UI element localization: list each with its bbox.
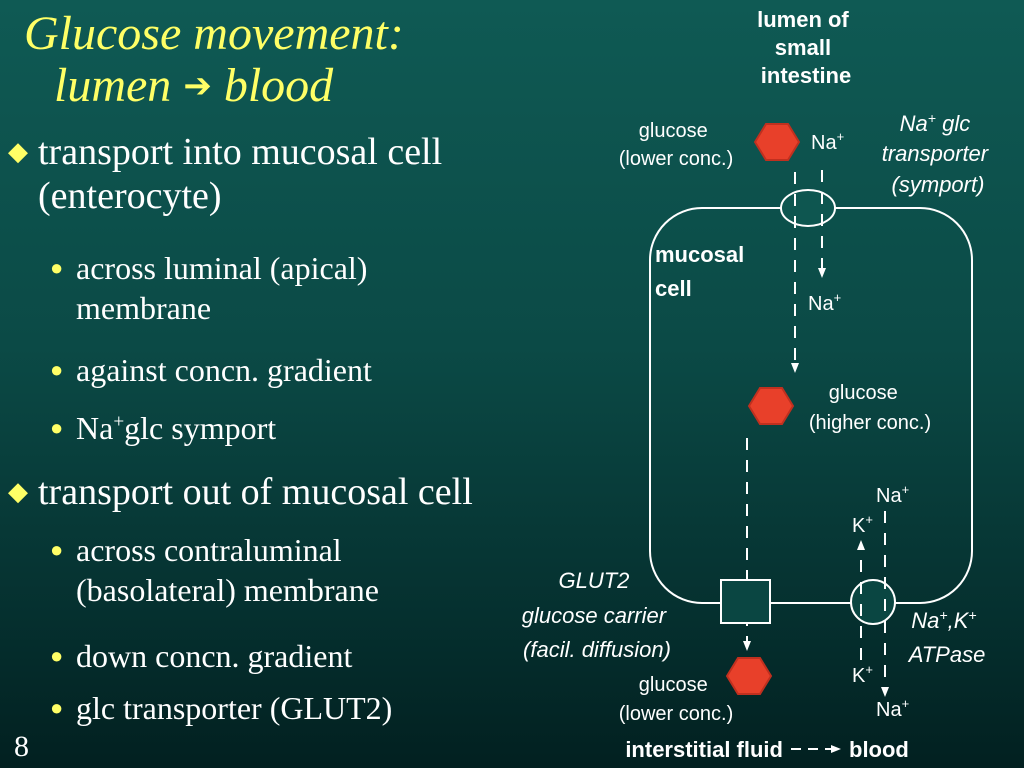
glucose-bottom-label: glucose (lower conc.) [619,674,733,725]
sub-bullet-against-gradient: ● against concn. gradient [50,352,372,388]
glut2-label: GLUT2 glucose carrier (facil. diffusion) [522,568,672,662]
glucose-mid-hexagon [747,387,795,425]
glucose-bottom-hexagon [725,657,773,695]
circle-bullet-icon: ● [50,357,64,382]
slide-title: Glucose movement: lumen ➔ blood [24,8,404,113]
circle-bullet-icon: ● [50,537,64,562]
atpase-circle [850,579,896,625]
bullet-transport-out: ◆ transport out of mucosal cell [8,471,473,513]
bullet-transport-in: ◆ transport into mucosal cell (enterocyt… [8,131,443,217]
circle-bullet-icon: ● [50,695,64,720]
blood-label: blood [849,737,909,762]
glucose-top-label: glucose (lower conc.) [619,120,733,170]
atpase-na-top-label: Na+ [876,482,909,507]
atpase-label: Na+,K+ ATPase [907,600,986,667]
diamond-bullet-icon: ◆ [8,137,28,166]
atpase-k-bottom-label: K+ [852,662,873,687]
circle-bullet-icon: ● [50,415,64,440]
glucose-top-hexagon [753,123,801,161]
mucosal-cell-outline [649,207,973,604]
diamond-bullet-icon: ◆ [8,477,28,506]
glut2-carrier-square [720,579,771,624]
circle-bullet-icon: ● [50,643,64,668]
slide-number: 8 [14,730,29,763]
mucosal-cell-label: mucosal cell [655,242,750,301]
title-line-1: Glucose movement: [24,7,404,60]
symporter-ellipse [780,189,836,227]
sub-bullet-glut2: ● glc transporter (GLUT2) [50,690,393,726]
sub-bullet-contraluminal: ● across contraluminal (basolateral) mem… [50,532,379,608]
sub-bullet-symport: ● Na+glc symport [50,410,277,446]
title-line-2: lumen ➔ blood [54,59,334,112]
lumen-label: lumen of small intestine [757,7,855,88]
interstitial-fluid-label: interstitial fluid [625,737,783,762]
glucose-mid-label: glucose (higher conc.) [809,382,931,434]
na-inside-label: Na+ [808,290,841,315]
symporter-label: Na+ glc transporter (symport) [882,110,995,197]
bullet-list: ◆ transport into mucosal cell (enterocyt… [8,131,473,726]
atpase-na-bottom-label: Na+ [876,696,909,721]
na-top-label: Na+ [811,129,844,154]
atpase-k-top-label: K+ [852,512,873,537]
circle-bullet-icon: ● [50,255,64,280]
sub-bullet-down-gradient: ● down concn. gradient [50,638,353,674]
right-arrow-icon: ➔ [183,68,212,105]
sub-bullet-luminal: ● across luminal (apical) membrane [50,250,368,326]
